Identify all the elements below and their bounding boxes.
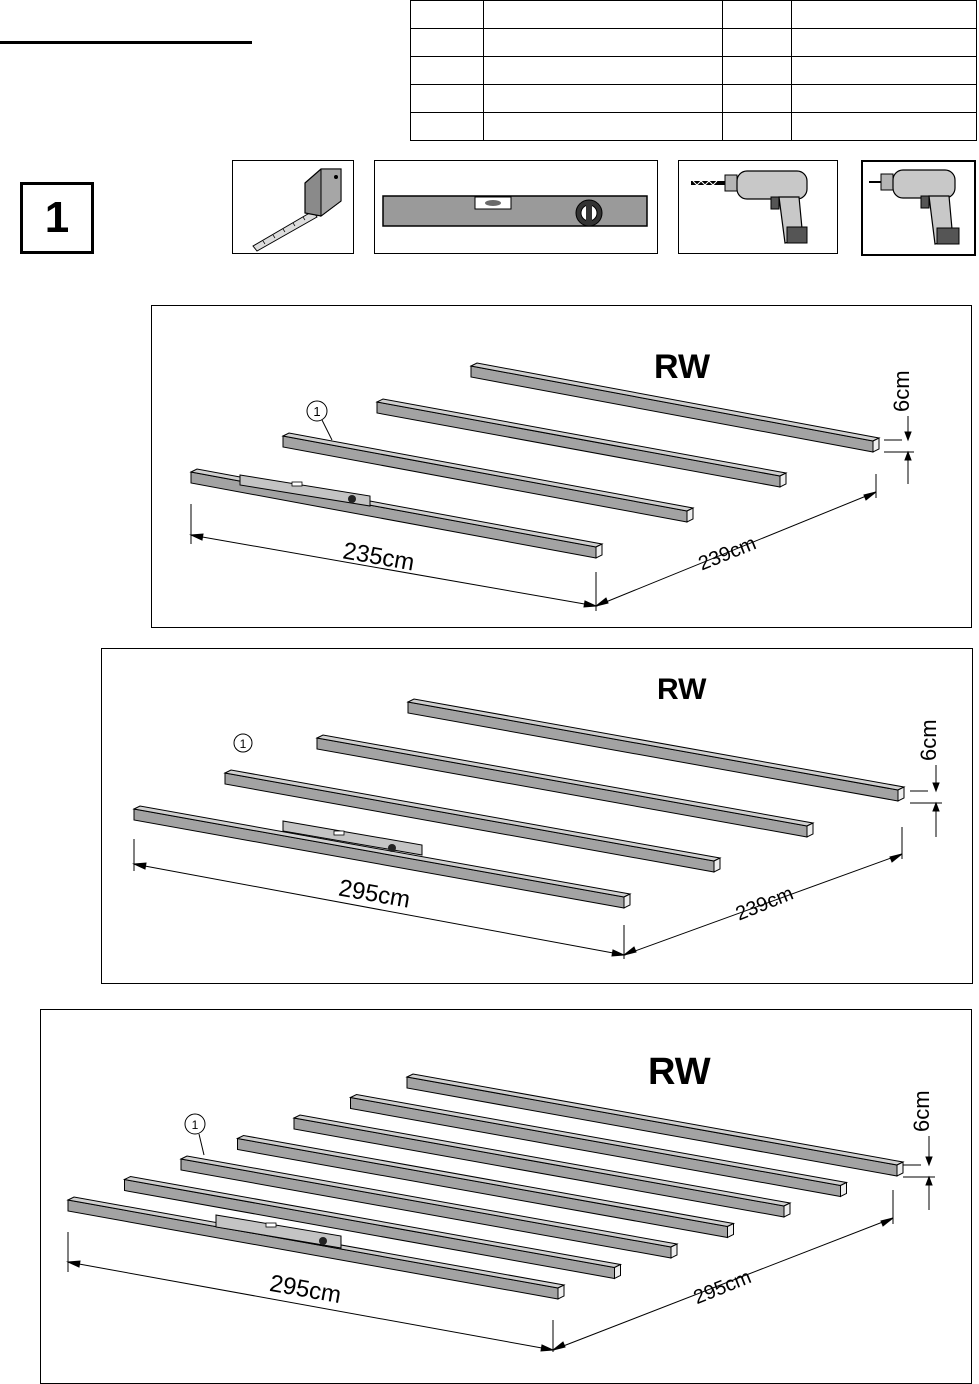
rw-label: RW: [657, 673, 707, 706]
beam: [132, 805, 632, 909]
beam: [179, 1155, 679, 1259]
drill-icon: [678, 160, 838, 254]
callout: 1: [184, 1113, 206, 1156]
callout: 1: [306, 400, 333, 441]
foundation-diagram-2: 1 295cm 239cm 6cm RW: [101, 648, 973, 984]
spirit-level-icon: [282, 820, 423, 856]
beam: [292, 1114, 792, 1218]
rw-label: RW: [654, 348, 711, 386]
tape-measure-icon: [232, 160, 354, 254]
table-row: [410, 112, 977, 141]
beam: [315, 734, 815, 838]
width-label: 239cm: [733, 883, 797, 926]
spirit-level-icon: [215, 1214, 342, 1249]
screwdriver-drill-icon: [861, 160, 976, 256]
spirit-level-icon: [239, 474, 371, 507]
gap-label: 6cm: [909, 1090, 934, 1132]
beam: [281, 432, 695, 523]
svg-text:1: 1: [240, 737, 247, 751]
rw-label: RW: [648, 1051, 711, 1093]
table-row: [410, 28, 977, 57]
length-label: 295cm: [268, 1270, 344, 1309]
step-number: 1: [44, 193, 70, 242]
foundation-diagram-1: 1 235cm 239cm 6cm RW: [151, 305, 972, 628]
beam: [375, 398, 788, 488]
beam: [223, 769, 722, 873]
table-row: [410, 84, 977, 113]
svg-text:1: 1: [192, 1118, 199, 1132]
beam: [235, 1134, 736, 1239]
width-label: 239cm: [695, 532, 759, 575]
svg-text:1: 1: [313, 404, 320, 419]
foundation-diagram-3: 1 295cm 295cm 6cm RW: [40, 1009, 972, 1384]
header-rule: [0, 41, 252, 44]
spirit-level-icon: [374, 160, 658, 254]
step-number-box: 1: [20, 182, 94, 254]
beam: [405, 1073, 905, 1177]
callout: 1: [233, 733, 253, 753]
beam: [348, 1093, 849, 1198]
table-row: [410, 56, 977, 85]
beam: [406, 698, 906, 802]
parts-table: [410, 0, 977, 141]
beam: [122, 1175, 623, 1280]
width-label: 295cm: [691, 1266, 755, 1309]
gap-label: 6cm: [916, 719, 941, 761]
length-label: 235cm: [341, 537, 417, 576]
gap-label: 6cm: [889, 370, 914, 412]
table-row: [410, 0, 977, 29]
beam: [469, 362, 881, 453]
length-label: 295cm: [337, 875, 413, 914]
